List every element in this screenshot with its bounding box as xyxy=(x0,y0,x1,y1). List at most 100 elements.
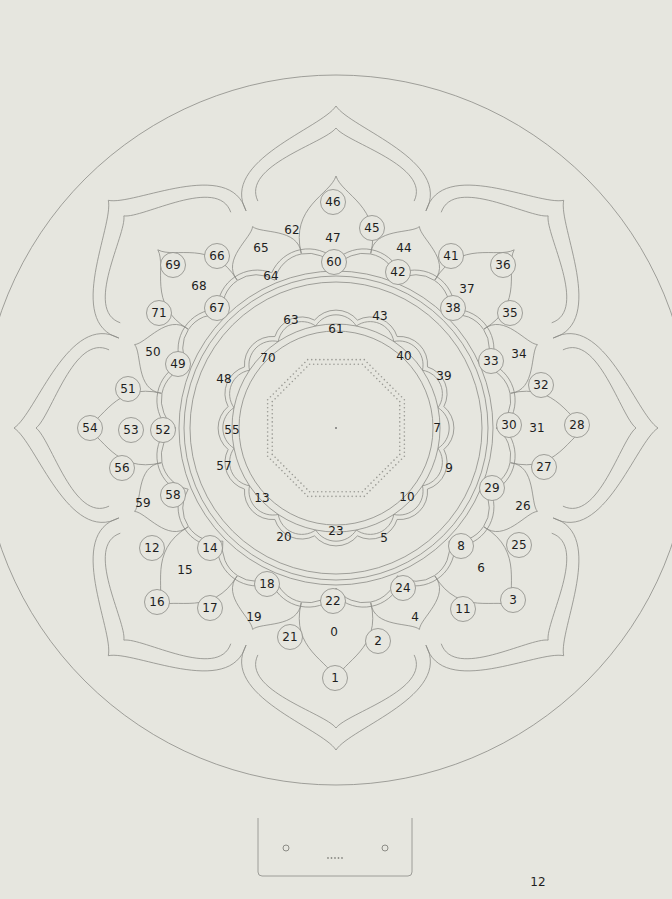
number-circle xyxy=(532,455,557,480)
callout-number: 60 xyxy=(326,256,341,268)
callout-number: 53 xyxy=(123,424,138,436)
callout-number: 6 xyxy=(477,562,485,574)
callout-number: 1 xyxy=(331,672,339,684)
callout-number: 20 xyxy=(276,531,291,543)
number-circle xyxy=(498,301,523,326)
callout-number: 29 xyxy=(484,482,499,494)
number-circle xyxy=(205,244,230,269)
number-circle xyxy=(497,413,522,438)
number-circle xyxy=(116,377,141,402)
inner-circle xyxy=(239,331,433,525)
number-circle xyxy=(278,625,303,650)
number-circle xyxy=(323,666,348,691)
center-dot xyxy=(335,427,337,429)
callout-number: 57 xyxy=(216,460,231,472)
outer-petal-inner-line xyxy=(36,128,636,728)
callout-number: 9 xyxy=(445,462,453,474)
callout-number: 68 xyxy=(191,280,206,292)
number-circle xyxy=(110,456,135,481)
number-circle xyxy=(198,536,223,561)
callout-number: 40 xyxy=(396,350,411,362)
callout-number: 30 xyxy=(501,419,516,431)
callout-number: 27 xyxy=(536,461,551,473)
callout-number: 44 xyxy=(396,242,411,254)
callout-number: 14 xyxy=(202,542,217,554)
ring-circle xyxy=(179,271,493,585)
scallop-ring-inner xyxy=(157,249,515,607)
callout-number: 38 xyxy=(445,302,460,314)
callout-number: 26 xyxy=(515,500,530,512)
callout-number: 52 xyxy=(155,424,170,436)
callout-number: 55 xyxy=(224,424,239,436)
number-circle xyxy=(449,534,474,559)
callout-number: 51 xyxy=(120,383,135,395)
number-circle xyxy=(529,373,554,398)
callout-number: 67 xyxy=(209,302,224,314)
callout-number: 8 xyxy=(457,540,465,552)
number-circle xyxy=(366,629,391,654)
callout-number: 13 xyxy=(254,492,269,504)
callout-number: 15 xyxy=(177,564,192,576)
callout-number: 18 xyxy=(259,578,274,590)
callout-number: 19 xyxy=(246,611,261,623)
number-circle xyxy=(451,597,476,622)
callout-number: 4 xyxy=(411,611,419,623)
callout-number: 11 xyxy=(455,603,470,615)
callout-number: 61 xyxy=(328,323,343,335)
number-circle xyxy=(151,418,176,443)
number-circle xyxy=(147,301,172,326)
callout-number: 64 xyxy=(263,270,278,282)
callout-number: 65 xyxy=(253,242,268,254)
number-circle xyxy=(439,244,464,269)
callout-number: 59 xyxy=(135,497,150,509)
callout-number: 71 xyxy=(151,307,166,319)
callout-number: 42 xyxy=(390,266,405,278)
outer-petals xyxy=(14,106,658,750)
callout-number: 25 xyxy=(511,539,526,551)
callout-number: 16 xyxy=(149,596,164,608)
callout-number: 36 xyxy=(495,259,510,271)
callout-number: 45 xyxy=(364,222,379,234)
number-circle xyxy=(321,589,346,614)
callout-number: 22 xyxy=(325,595,340,607)
number-circle xyxy=(441,296,466,321)
callout-number: 69 xyxy=(165,259,180,271)
number-circle xyxy=(198,596,223,621)
number-circle xyxy=(78,416,103,441)
callout-number: 28 xyxy=(569,419,584,431)
callout-number: 47 xyxy=(325,232,340,244)
number-circle xyxy=(507,533,532,558)
callout-number: 49 xyxy=(170,358,185,370)
number-circle xyxy=(161,483,186,508)
lune-ring-inner xyxy=(218,310,454,546)
number-circle xyxy=(501,588,526,613)
callout-number: 21 xyxy=(282,631,297,643)
scallop-ring xyxy=(161,253,510,602)
callout-number: 34 xyxy=(511,348,526,360)
ring-circle xyxy=(190,282,482,574)
callout-number: 23 xyxy=(328,525,343,537)
callout-number: 46 xyxy=(325,196,340,208)
number-circle xyxy=(479,349,504,374)
number-circle xyxy=(255,572,280,597)
callout-number: 39 xyxy=(436,370,451,382)
callout-number: 41 xyxy=(443,250,458,262)
callout-number: 12 xyxy=(530,876,545,888)
middle-petals xyxy=(84,176,588,680)
dotted-octagon xyxy=(267,359,405,497)
number-circles xyxy=(78,190,590,691)
callout-number: 48 xyxy=(216,373,231,385)
callout-number: 0 xyxy=(330,626,338,638)
callout-number: 54 xyxy=(82,422,97,434)
callout-number: 32 xyxy=(533,379,548,391)
callout-number: 50 xyxy=(145,346,160,358)
callout-number: 70 xyxy=(260,352,275,364)
callout-number: 62 xyxy=(284,224,299,236)
mounting-tab xyxy=(258,818,412,876)
callout-number: 7 xyxy=(433,422,441,434)
lune-ring xyxy=(223,315,449,541)
callout-number: 56 xyxy=(114,462,129,474)
number-circle xyxy=(119,418,144,443)
